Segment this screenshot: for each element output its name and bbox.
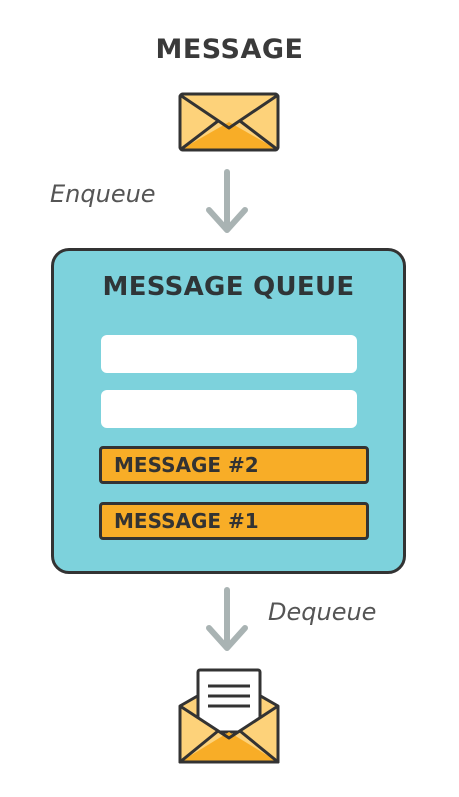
message-title: MESSAGE	[155, 34, 304, 65]
arrow-down-icon	[206, 587, 248, 651]
dequeue-label: Dequeue	[268, 598, 377, 626]
queue-title: MESSAGE QUEUE	[102, 272, 355, 302]
arrow-down-icon	[206, 169, 248, 233]
envelope-icon	[178, 92, 280, 152]
open-envelope-icon	[178, 668, 280, 764]
empty-queue-slot	[101, 335, 357, 373]
empty-queue-slot	[101, 390, 357, 428]
queue-item-message-1: MESSAGE #1	[99, 502, 369, 540]
queue-item-message-2: MESSAGE #2	[99, 446, 369, 484]
enqueue-label: Enqueue	[50, 180, 156, 208]
